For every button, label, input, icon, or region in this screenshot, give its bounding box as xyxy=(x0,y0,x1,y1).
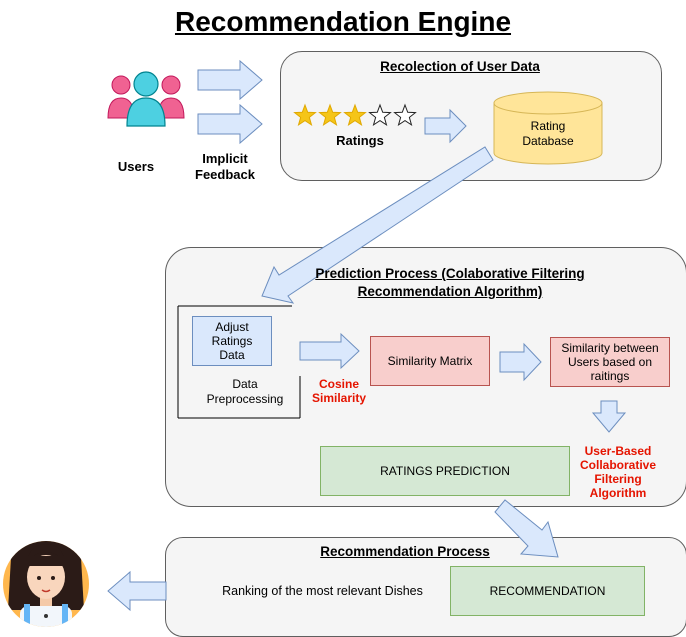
arrow-matrix-similarity xyxy=(499,342,542,382)
recolection-title: Recolection of User Data xyxy=(380,59,540,74)
arrow-database-prediction xyxy=(261,146,494,304)
users-label: Users xyxy=(117,159,155,174)
arrow-users-1 xyxy=(197,59,263,101)
prediction-title: Prediction Process (Colaborative Filteri… xyxy=(315,266,585,299)
arrow-users-2 xyxy=(197,103,263,145)
ubcf-label: User-Based Collaborative Filtering Algor… xyxy=(579,444,657,500)
adjust-ratings-box: Adjust Ratings Data xyxy=(192,316,272,366)
similarity-matrix-box: Similarity Matrix xyxy=(370,336,490,386)
rating-database-label: Rating Database xyxy=(522,119,574,148)
arrow-prediction-recommendation xyxy=(494,499,559,558)
ratings-label: Ratings xyxy=(336,133,384,148)
arrow-similarity-down xyxy=(591,400,627,433)
preprocessing-label: Data Preprocessing xyxy=(206,377,284,406)
recommendation-title: Recommendation Process xyxy=(320,544,490,559)
page-title: Recommendation Engine xyxy=(174,6,512,37)
arrow-ratings-database xyxy=(424,108,467,144)
arrow-to-user xyxy=(107,570,167,612)
cosine-similarity-label: Cosine Similarity xyxy=(311,377,367,405)
arrow-adjust-matrix xyxy=(299,332,360,370)
similarity-users-box: Similarity between Users based on raitin… xyxy=(550,337,670,387)
users-icon xyxy=(107,71,185,127)
star-filled-icon xyxy=(318,103,342,127)
rating-database-icon xyxy=(493,91,603,165)
ranking-label: Ranking of the most relevant Dishes xyxy=(222,584,423,598)
star-empty-icon xyxy=(368,103,392,127)
ratings-prediction-box: RATINGS PREDICTION xyxy=(320,446,570,496)
star-filled-icon xyxy=(293,103,317,127)
implicit-feedback-label: Implicit Feedback xyxy=(195,151,255,182)
star-filled-icon xyxy=(343,103,367,127)
user-avatar xyxy=(3,541,89,627)
recommendation-box: RECOMMENDATION xyxy=(450,566,645,616)
rating-stars xyxy=(293,103,417,127)
star-empty-icon xyxy=(393,103,417,127)
